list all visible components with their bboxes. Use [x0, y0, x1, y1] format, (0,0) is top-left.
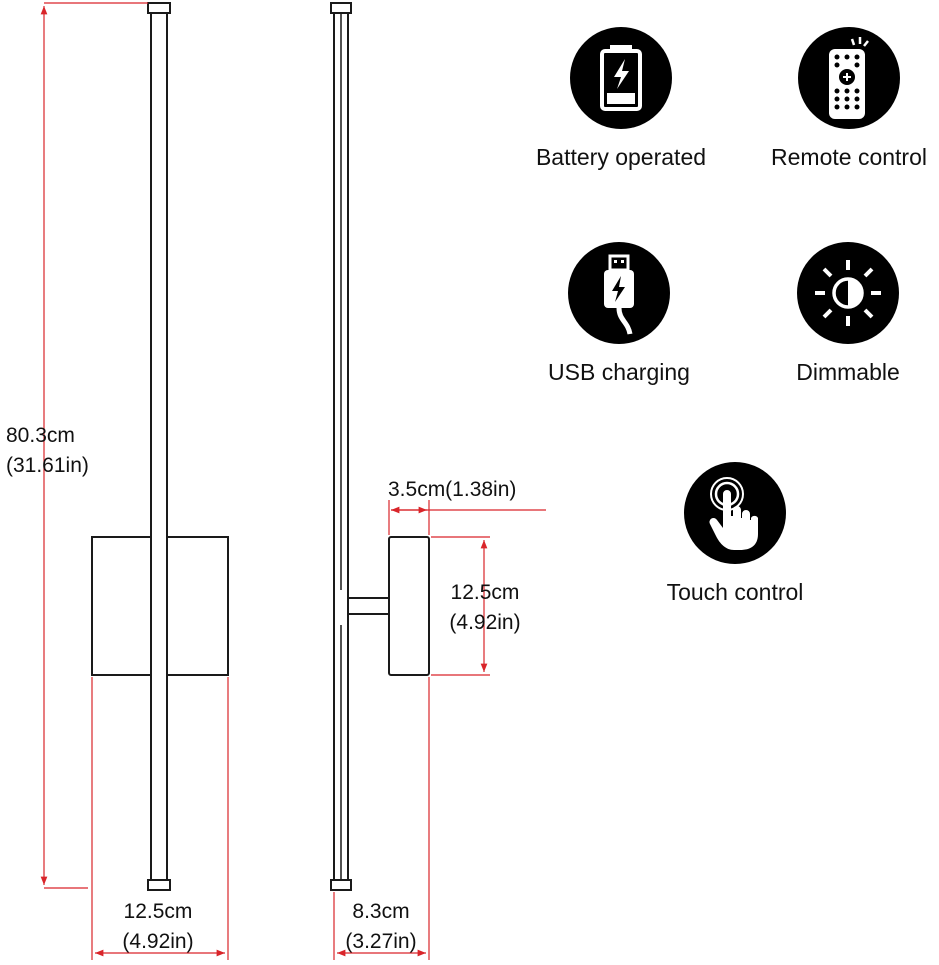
- feature-usb-charging: USB charging: [519, 242, 719, 386]
- front-width-label: 12.5cm (4.92in): [122, 897, 193, 957]
- touch-icon: [684, 462, 786, 564]
- side-depth-in: (3.27in): [345, 930, 417, 953]
- side-depth-label: 8.3cm (3.27in): [345, 897, 416, 957]
- front-view: [91, 2, 229, 891]
- feature-touch-control: Touch control: [635, 462, 835, 606]
- side-depth-cm: 8.3cm: [352, 900, 410, 923]
- height-in: (31.61in): [6, 454, 89, 477]
- battery-icon: [570, 27, 672, 129]
- feature-label: USB charging: [548, 359, 690, 385]
- dimension-lines: [40, 2, 546, 960]
- side-arm: [347, 597, 391, 615]
- plate-height-cm: 12.5cm: [450, 581, 520, 604]
- feature-dimmable: Dimmable: [748, 242, 939, 386]
- side-mounting-plate: [388, 536, 430, 676]
- plate-gap-label: 3.5cm(1.38in): [388, 478, 517, 501]
- side-view: [330, 2, 430, 891]
- front-width-cm: 12.5cm: [123, 900, 193, 923]
- front-bar-top-cap: [147, 2, 171, 14]
- side-bar-bottom-cap: [330, 879, 352, 891]
- side-bar-top-cap: [330, 2, 352, 14]
- remote-control-icon: [798, 27, 900, 129]
- dimmable-icon: [797, 242, 899, 344]
- plate-height-label: 12.5cm (4.92in): [449, 578, 520, 638]
- front-width-in: (4.92in): [122, 930, 194, 953]
- feature-label: Remote control: [771, 144, 927, 170]
- height-label: 80.3cm (31.61in): [6, 421, 89, 481]
- feature-battery: Battery operated: [521, 27, 721, 171]
- height-cm: 80.3cm: [6, 424, 75, 447]
- front-bar-bottom-cap: [147, 879, 171, 891]
- feature-label: Touch control: [666, 579, 804, 605]
- feature-label: Battery operated: [535, 144, 707, 170]
- feature-remote-control: Remote control: [749, 27, 939, 171]
- plate-height-in: (4.92in): [449, 611, 521, 634]
- feature-label: Dimmable: [796, 359, 900, 385]
- front-light-bar: [150, 9, 168, 887]
- usb-charging-icon: [568, 242, 670, 344]
